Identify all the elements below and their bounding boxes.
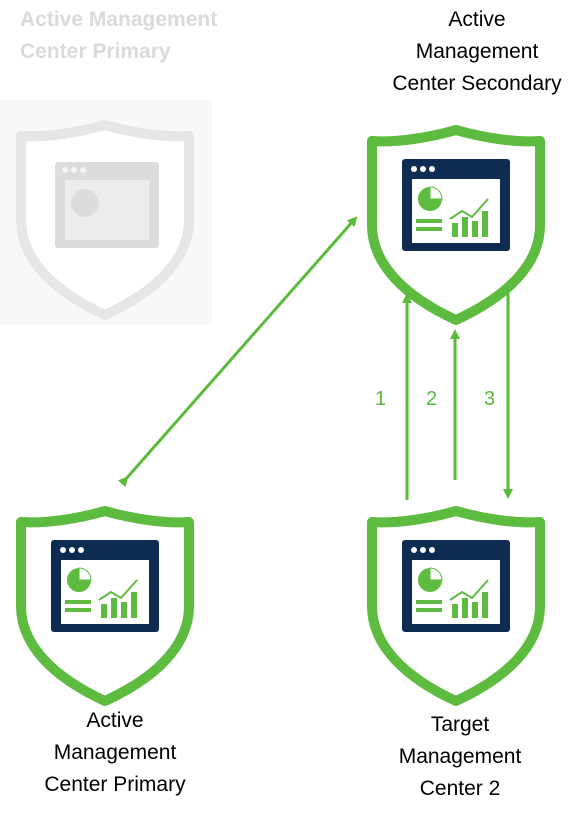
ghost-primary-label: Active Management Center Primary — [20, 8, 218, 63]
step-3-number: 3 — [484, 388, 496, 410]
primary-label: Active Management Center Primary — [44, 709, 186, 796]
target-shield-icon — [367, 506, 545, 706]
sync-arrow — [117, 216, 358, 488]
step-1-number: 1 — [375, 388, 387, 410]
secondary-label: Active Management Center Secondary — [392, 8, 562, 95]
primary-shield-icon — [16, 506, 194, 706]
target-label: Target Management Center 2 — [398, 713, 522, 800]
secondary-shield-icon — [367, 125, 545, 325]
step-2-number: 2 — [426, 388, 438, 410]
